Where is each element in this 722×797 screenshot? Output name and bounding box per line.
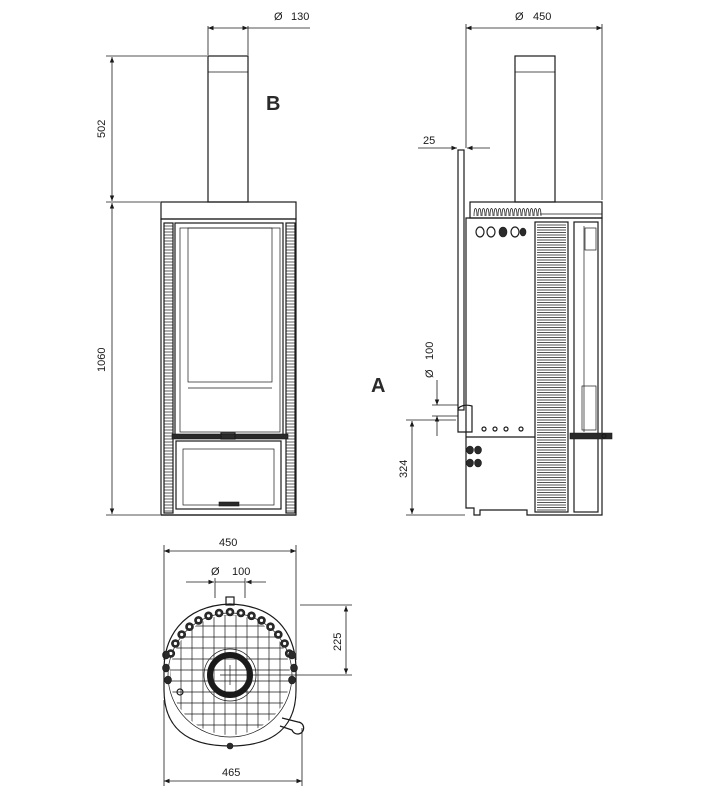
- side-air-inlet: [457, 404, 473, 433]
- dim-text-225: 225: [332, 633, 344, 651]
- dim-text-324: 324: [398, 460, 410, 478]
- dim-text-465: 465: [222, 767, 240, 779]
- dim-top-overall-width: 465: [163, 700, 303, 786]
- dim-top-center-offset: 225: [240, 604, 352, 676]
- side-door-handle: [569, 432, 613, 440]
- diameter-symbol: Ø: [274, 11, 283, 23]
- side-rear-pipe: [457, 149, 465, 411]
- dim-text-130: 130: [291, 11, 309, 23]
- front-right-ribs: [285, 222, 296, 514]
- dim-text-100-side: 100: [424, 342, 436, 360]
- diameter-symbol-3: Ø: [424, 369, 436, 378]
- view-label-b: B: [266, 93, 280, 115]
- top-view: [162, 596, 305, 750]
- dim-top-width: 450: [163, 537, 297, 660]
- front-ash-compartment: [175, 440, 282, 510]
- dim-side-inlet-height: 324: [398, 419, 465, 516]
- front-top-plate: [160, 201, 297, 220]
- dim-side-rear-offset: 25: [418, 135, 490, 151]
- top-rear-spigot: [225, 596, 235, 606]
- view-label-a: A: [371, 375, 385, 397]
- dim-front-heights: 502 1060: [96, 55, 207, 516]
- front-view: B: [160, 55, 297, 516]
- front-body: [160, 218, 297, 516]
- dim-text-100-top: 100: [232, 566, 250, 578]
- front-flue-pipe: [207, 55, 249, 203]
- side-rib-panel: [534, 221, 569, 513]
- side-top-vent-lamellas: [473, 208, 602, 217]
- dim-text-450-top: 450: [219, 537, 237, 549]
- dim-top-inlet-diameter: Ø 100: [186, 566, 266, 598]
- side-body-outline: [465, 217, 603, 516]
- front-glass-door: [187, 227, 273, 383]
- dim-text-450-side: 450: [533, 11, 551, 23]
- top-outline: [163, 603, 297, 747]
- dim-text-25: 25: [423, 135, 435, 147]
- dim-text-502: 502: [96, 120, 108, 138]
- side-view: A: [371, 55, 613, 516]
- diameter-symbol-2: Ø: [515, 11, 524, 23]
- side-control-knobs: [475, 226, 527, 238]
- dim-side-depth: Ø 450: [465, 11, 603, 200]
- dim-text-1060: 1060: [96, 348, 108, 372]
- dim-front-flue-diameter: Ø 130: [207, 11, 310, 55]
- top-vent-ring: [162, 607, 298, 685]
- front-mid-band: [171, 433, 289, 440]
- side-flue-pipe: [514, 55, 556, 203]
- dim-side-inlet-diameter: Ø 100: [424, 342, 458, 436]
- front-left-ribs: [163, 222, 174, 514]
- side-rib-lines: [537, 224, 566, 511]
- side-lower-knobs: [466, 426, 524, 468]
- diameter-symbol-4: Ø: [211, 566, 220, 578]
